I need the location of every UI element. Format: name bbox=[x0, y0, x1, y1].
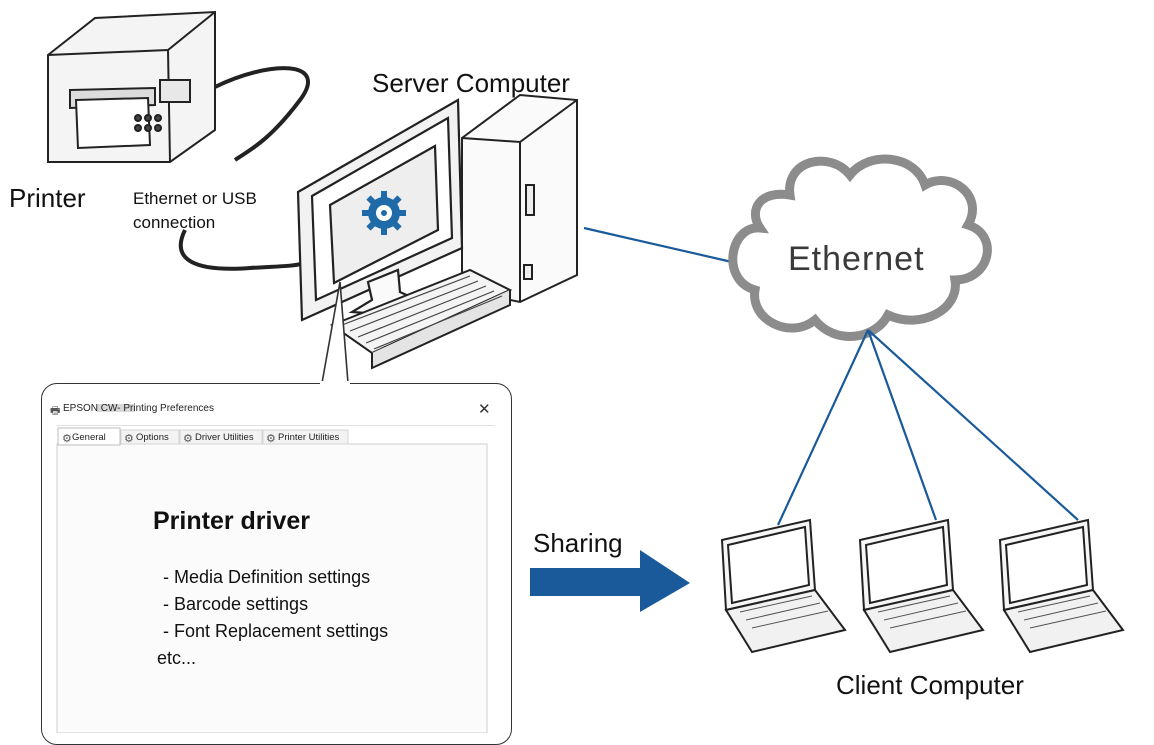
client-laptop-icon-3 bbox=[998, 518, 1125, 654]
server-tower-icon bbox=[461, 93, 578, 304]
client-label: Client Computer bbox=[836, 670, 1024, 700]
callout-pointer bbox=[321, 281, 349, 384]
driver-utilities-tab-icon: ⚙ bbox=[183, 433, 193, 445]
settings-item: - Font Replacement settings bbox=[163, 621, 389, 641]
gear-icon bbox=[362, 191, 406, 235]
printer-cable bbox=[214, 66, 310, 162]
settings-item: etc... bbox=[157, 648, 197, 668]
settings-item: - Barcode settings bbox=[163, 594, 309, 614]
ethernet-label: Ethernet bbox=[788, 240, 925, 278]
dialog-title: EPSON CW- Printing Preferences bbox=[63, 403, 214, 414]
server-network-line bbox=[583, 226, 733, 264]
client-laptop-icon-2 bbox=[858, 518, 985, 654]
close-icon[interactable]: ✕ bbox=[478, 401, 491, 418]
general-tab-icon: ⚙ bbox=[62, 433, 72, 445]
printer-icon bbox=[47, 10, 216, 163]
tab-general[interactable]: General bbox=[72, 432, 106, 443]
client-laptop-icon-1 bbox=[720, 518, 847, 654]
driver-heading: Printer driver bbox=[153, 507, 311, 535]
sharing-label: Sharing bbox=[533, 528, 623, 558]
connection-label-line1: Ethernet or USB bbox=[133, 189, 257, 208]
server-label: Server Computer bbox=[372, 68, 570, 98]
settings-item: - Media Definition settings bbox=[163, 567, 371, 587]
cloud-icon bbox=[728, 154, 992, 341]
sharing-arrow bbox=[530, 550, 690, 612]
keyboard-icon bbox=[329, 268, 513, 370]
printer-icon-small: 🖶 bbox=[50, 405, 61, 417]
tab-options[interactable]: Options bbox=[136, 432, 169, 443]
printer-utilities-tab-icon: ⚙ bbox=[266, 433, 276, 445]
options-tab-icon: ⚙ bbox=[124, 433, 134, 445]
connection-label-line2: connection bbox=[133, 213, 216, 232]
tab-driver-utilities[interactable]: Driver Utilities bbox=[195, 432, 254, 443]
tab-printer-utilities[interactable]: Printer Utilities bbox=[278, 432, 340, 443]
printer-label: Printer bbox=[9, 183, 86, 213]
client-network-lines bbox=[777, 329, 1079, 526]
